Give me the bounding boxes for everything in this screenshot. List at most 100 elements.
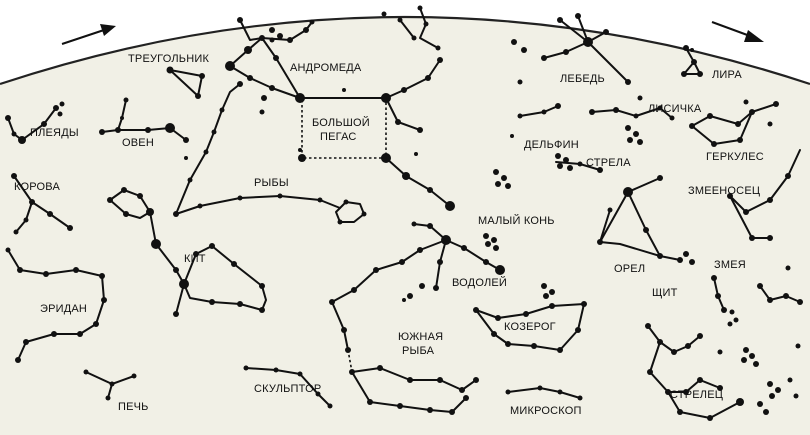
- star: [53, 105, 59, 111]
- star: [411, 35, 417, 41]
- star: [483, 259, 489, 265]
- star: [637, 139, 643, 145]
- star: [187, 177, 193, 183]
- star: [736, 398, 744, 406]
- star: [41, 121, 47, 127]
- star: [295, 93, 305, 103]
- star: [137, 193, 143, 199]
- star: [351, 287, 357, 293]
- star: [298, 148, 302, 152]
- star: [441, 235, 451, 245]
- star: [707, 113, 713, 119]
- star: [146, 208, 154, 216]
- star: [377, 365, 383, 371]
- star: [57, 111, 63, 117]
- star: [671, 349, 677, 355]
- star: [785, 265, 791, 271]
- star: [797, 299, 803, 305]
- star: [131, 373, 137, 379]
- star: [683, 389, 689, 395]
- star: [549, 303, 555, 309]
- star: [93, 321, 99, 327]
- star: [633, 113, 639, 119]
- star: [697, 333, 703, 339]
- star: [491, 237, 497, 243]
- star: [83, 369, 89, 375]
- star: [367, 399, 373, 405]
- label-yuzhnaya-ryba-2: РЫБА: [402, 345, 435, 357]
- star: [309, 19, 315, 25]
- star: [645, 323, 651, 329]
- arrow-right-rotation: [711, 21, 764, 42]
- star: [269, 37, 275, 43]
- star: [549, 289, 555, 295]
- star: [541, 109, 547, 115]
- star: [557, 389, 563, 395]
- star: [209, 299, 215, 305]
- star: [11, 173, 17, 179]
- star: [17, 267, 23, 273]
- star: [23, 339, 29, 345]
- star: [757, 283, 763, 289]
- star: [523, 311, 529, 317]
- star: [757, 401, 763, 407]
- label-bolshoy-pegas-1: БОЛЬШОЙ: [312, 116, 370, 129]
- star: [427, 407, 433, 413]
- star: [721, 307, 727, 313]
- star: [753, 361, 759, 367]
- star: [690, 48, 694, 52]
- star: [577, 395, 583, 401]
- mikroskop-lines: [507, 387, 581, 399]
- star: [625, 125, 631, 131]
- star: [345, 347, 351, 353]
- star: [563, 49, 569, 55]
- star: [287, 37, 293, 43]
- star: [769, 393, 775, 399]
- star: [657, 105, 663, 111]
- label-orel: ОРЕЛ: [614, 263, 645, 275]
- star: [767, 197, 773, 203]
- star: [259, 283, 265, 289]
- star: [259, 109, 265, 115]
- label-kit: КИТ: [184, 253, 206, 265]
- star: [173, 311, 179, 317]
- label-zmeya: ЗМЕЯ: [714, 259, 746, 271]
- star: [555, 103, 561, 109]
- star: [273, 367, 279, 373]
- star: [47, 211, 53, 217]
- star: [711, 275, 717, 281]
- star: [259, 307, 265, 313]
- star: [763, 409, 769, 415]
- star: [749, 353, 755, 359]
- star: [303, 27, 309, 33]
- label-yuzhnaya-ryba-1: ЮЖНАЯ: [398, 331, 443, 343]
- star: [337, 219, 343, 225]
- label-andromeda: АНДРОМЕДА: [290, 62, 362, 74]
- star: [109, 381, 115, 387]
- star: [677, 257, 683, 263]
- star: [173, 211, 179, 217]
- star: [785, 173, 791, 179]
- star: [237, 17, 243, 23]
- star: [517, 113, 523, 119]
- star: [495, 181, 501, 187]
- star: [627, 137, 633, 143]
- star: [603, 29, 609, 35]
- star: [15, 357, 21, 363]
- star: [583, 37, 593, 47]
- star: [407, 293, 413, 299]
- star: [361, 211, 367, 217]
- label-strelets: СТРЕЛЕЦ: [670, 389, 723, 401]
- star: [315, 391, 321, 397]
- label-vodoley: ВОДОЛЕЙ: [452, 276, 507, 289]
- star: [195, 93, 201, 99]
- star: [787, 377, 793, 383]
- star: [717, 385, 723, 391]
- star: [633, 131, 639, 137]
- star: [99, 273, 105, 279]
- star: [449, 409, 455, 415]
- star: [783, 293, 789, 299]
- stars: [5, 5, 803, 421]
- star: [517, 79, 523, 85]
